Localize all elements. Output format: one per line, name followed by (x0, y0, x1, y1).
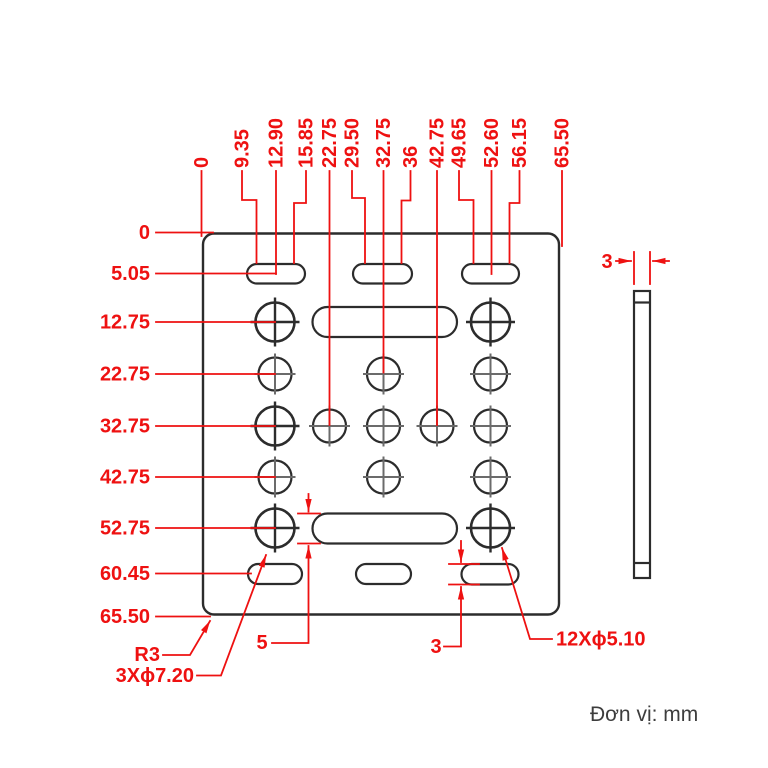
hole-small (363, 405, 404, 447)
top-dim-label: 52.60 (481, 118, 503, 168)
hole-small (470, 353, 511, 395)
small-slot-height-dimension: 3 (430, 540, 480, 658)
side-profile (632, 289, 652, 580)
unit-note: Đơn vị: mm (590, 703, 698, 726)
left-dimension-leaders (155, 231, 277, 618)
large-slots (311, 305, 459, 545)
thickness-label: 3 (601, 251, 612, 273)
top-dim-label: 32.75 (373, 118, 395, 168)
left-dimension-labels: 0 5.05 12.75 22.75 32.75 42.75 52.75 60.… (100, 222, 150, 628)
hole-small (470, 456, 511, 498)
large-holes-label: 3Xϕ7.20 (116, 665, 194, 687)
top-dim-label: 15.85 (296, 118, 318, 168)
top-dim-label: 12.90 (266, 118, 288, 168)
slot (311, 512, 459, 545)
top-dim-label: 49.65 (449, 118, 471, 168)
corner-radius-callout: R3 (134, 619, 212, 666)
plate-outline (201, 232, 561, 616)
left-dim-label: 60.45 (100, 563, 150, 585)
hole-small (363, 456, 404, 498)
hole-large (466, 503, 515, 553)
left-dim-label: 5.05 (111, 263, 150, 285)
thickness-dimension: 3 (601, 251, 670, 285)
left-dim-label: 52.75 (100, 518, 150, 540)
slot (311, 305, 459, 339)
left-dim-label: 65.50 (100, 606, 150, 628)
hole-large (466, 297, 515, 347)
corner-radius-label: R3 (134, 644, 160, 666)
top-dim-label: 22.75 (319, 118, 341, 168)
small-holes-callout: 12Xϕ5.10 (500, 546, 646, 651)
top-dimension-leaders (200, 170, 563, 426)
slot (354, 562, 413, 586)
left-dim-label: 22.75 (100, 364, 150, 386)
left-dim-label: 32.75 (100, 416, 150, 438)
top-dim-label: 36 (400, 146, 422, 168)
top-dim-label: 56.15 (509, 118, 531, 168)
slot (460, 262, 521, 285)
slot (460, 562, 520, 586)
left-dim-label: 0 (139, 222, 150, 244)
bottom-slots (246, 562, 520, 586)
hole-small (470, 405, 511, 447)
small-slot-height-label: 3 (430, 636, 441, 658)
top-dim-label: 0 (191, 157, 213, 168)
slot (351, 262, 414, 285)
large-slot-height-dimension: 5 (256, 493, 321, 654)
small-holes-label: 12Xϕ5.10 (556, 629, 646, 651)
large-slot-height-label: 5 (256, 632, 267, 654)
plate-side-view (632, 289, 652, 580)
left-dim-label: 42.75 (100, 467, 150, 489)
large-holes-callout: 3Xϕ7.20 (116, 553, 268, 687)
top-dim-label: 9.35 (232, 129, 254, 168)
top-dim-label: 29.50 (342, 118, 364, 168)
top-dim-label: 65.50 (552, 118, 574, 168)
top-dim-label: 42.75 (427, 118, 449, 168)
left-dim-label: 12.75 (100, 312, 150, 334)
top-dimension-labels: 0 9.35 12.90 15.85 22.75 29.50 32.75 36 … (191, 118, 573, 168)
